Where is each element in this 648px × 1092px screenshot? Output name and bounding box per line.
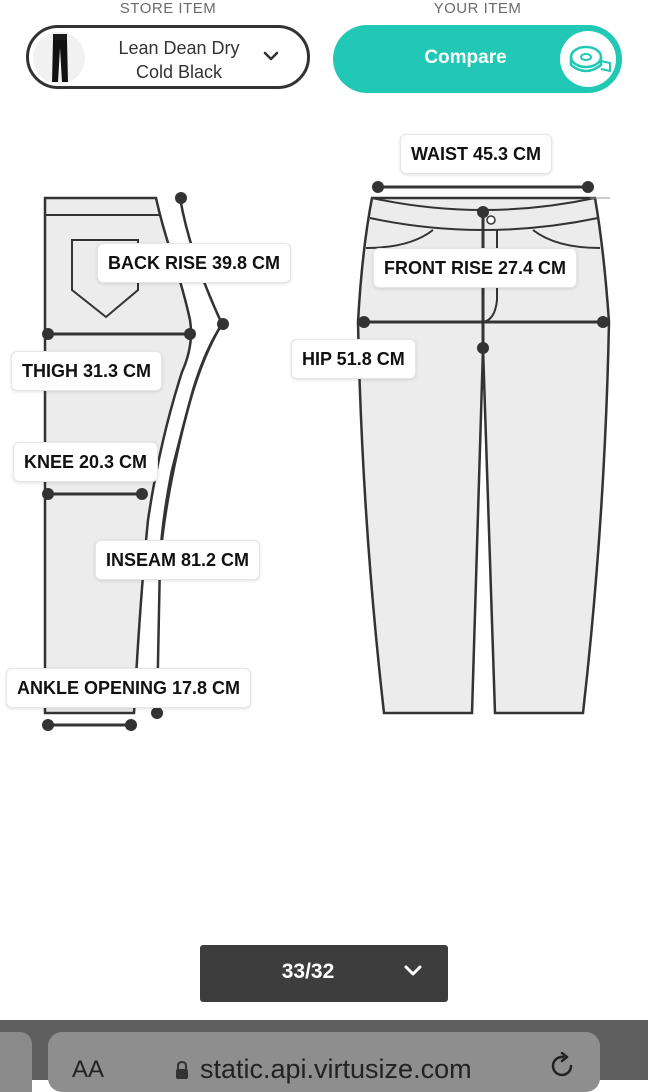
measurement-points-side <box>42 192 229 731</box>
address-bar[interactable]: AA static.api.virtusize.com <box>48 1032 600 1092</box>
inseam-label: INSEAM 81.2 CM <box>95 540 261 580</box>
product-thumbnail <box>33 32 85 84</box>
ankle-opening-label: ANKLE OPENING 17.8 CM <box>6 668 252 708</box>
compare-label: Compare <box>424 47 507 68</box>
hip-label: HIP 51.8 CM <box>291 339 416 379</box>
browser-toolbar: AA static.api.virtusize.com <box>0 1020 648 1092</box>
chevron-down-icon <box>263 51 279 61</box>
browser-tab-edge[interactable] <box>0 1032 32 1092</box>
front-rise-label: FRONT RISE 27.4 CM <box>373 248 578 288</box>
text-size-button[interactable]: AA <box>72 1056 105 1083</box>
store-item-name: Lean Dean Dry Cold Black <box>118 38 240 82</box>
your-item-label: YOUR ITEM <box>433 0 522 17</box>
reload-icon[interactable] <box>550 1052 576 1080</box>
selected-size: 33/32 <box>281 960 335 983</box>
size-selector[interactable]: 33/32 <box>200 945 448 1002</box>
chevron-down-icon <box>404 965 422 976</box>
waist-label: WAIST 45.3 CM <box>400 134 553 174</box>
knee-label: KNEE 20.3 CM <box>13 442 159 482</box>
store-item-label: STORE ITEM <box>119 0 217 17</box>
measuring-tape-icon <box>560 31 616 87</box>
measurement-points-front <box>358 181 609 354</box>
compare-button[interactable]: Compare <box>333 25 622 93</box>
back-rise-label: BACK RISE 39.8 CM <box>97 243 292 283</box>
url-text: static.api.virtusize.com <box>200 1054 472 1084</box>
lock-icon <box>176 1060 188 1079</box>
thigh-label: THIGH 31.3 CM <box>11 351 163 391</box>
store-item-selector[interactable]: Lean Dean Dry Cold Black <box>26 25 310 89</box>
